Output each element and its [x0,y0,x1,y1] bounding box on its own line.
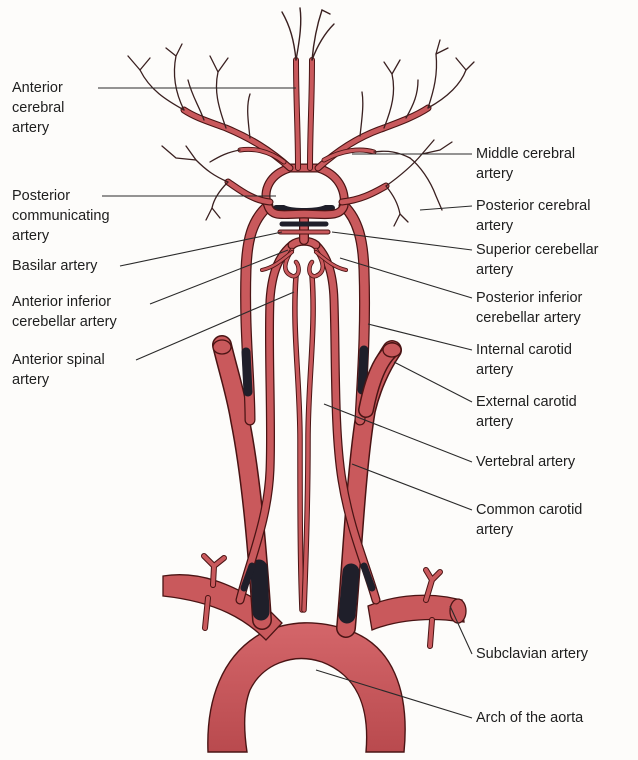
leader-posterior-cerebral [420,206,472,210]
label-posterior-communicating-artery: Posterior communicating artery [12,186,110,246]
label-anterior-cerebral-artery: Anterior cerebral artery [12,78,64,138]
label-superior-cerebellar-artery: Superior cerebellar artery [476,240,599,280]
label-vertebral-artery: Vertebral artery [476,452,575,472]
label-external-carotid-artery: External carotid artery [476,392,577,432]
middle-cerebral-arteries [184,108,428,168]
aortic-arch [208,623,405,752]
label-posterior-cerebral-artery: Posterior cerebral artery [476,196,590,236]
leader-superior-cerebellar [332,232,472,250]
anterior-cerebral-twigs [282,8,334,60]
label-anterior-spinal-artery: Anterior spinal artery [12,350,105,390]
label-basilar-artery: Basilar artery [12,256,97,276]
left-internal-carotid-artery [246,206,268,420]
anterior-spinal-artery [295,276,313,610]
leader-basilar [120,232,282,266]
label-internal-carotid-artery: Internal carotid artery [476,340,572,380]
label-anterior-inferior-cerebellar-artery: Anterior inferior cerebellar artery [12,292,117,332]
right-internal-carotid-artery [344,206,365,420]
label-middle-cerebral-artery: Middle cerebral artery [476,144,575,184]
leader-common-carotid [352,464,472,510]
label-common-carotid-artery: Common carotid artery [476,500,582,540]
anterior-cerebral-arteries [296,60,312,168]
label-subclavian-artery: Subclavian artery [476,644,588,664]
leader-vertebral [324,404,472,462]
right-external-carotid-artery [366,350,392,410]
leader-external-carotid [394,362,472,402]
circle-of-willis [228,168,386,215]
label-posterior-inferior-cerebellar-artery: Posterior inferior cerebellar artery [476,288,582,328]
label-arch-of-the-aorta: Arch of the aorta [476,708,583,728]
